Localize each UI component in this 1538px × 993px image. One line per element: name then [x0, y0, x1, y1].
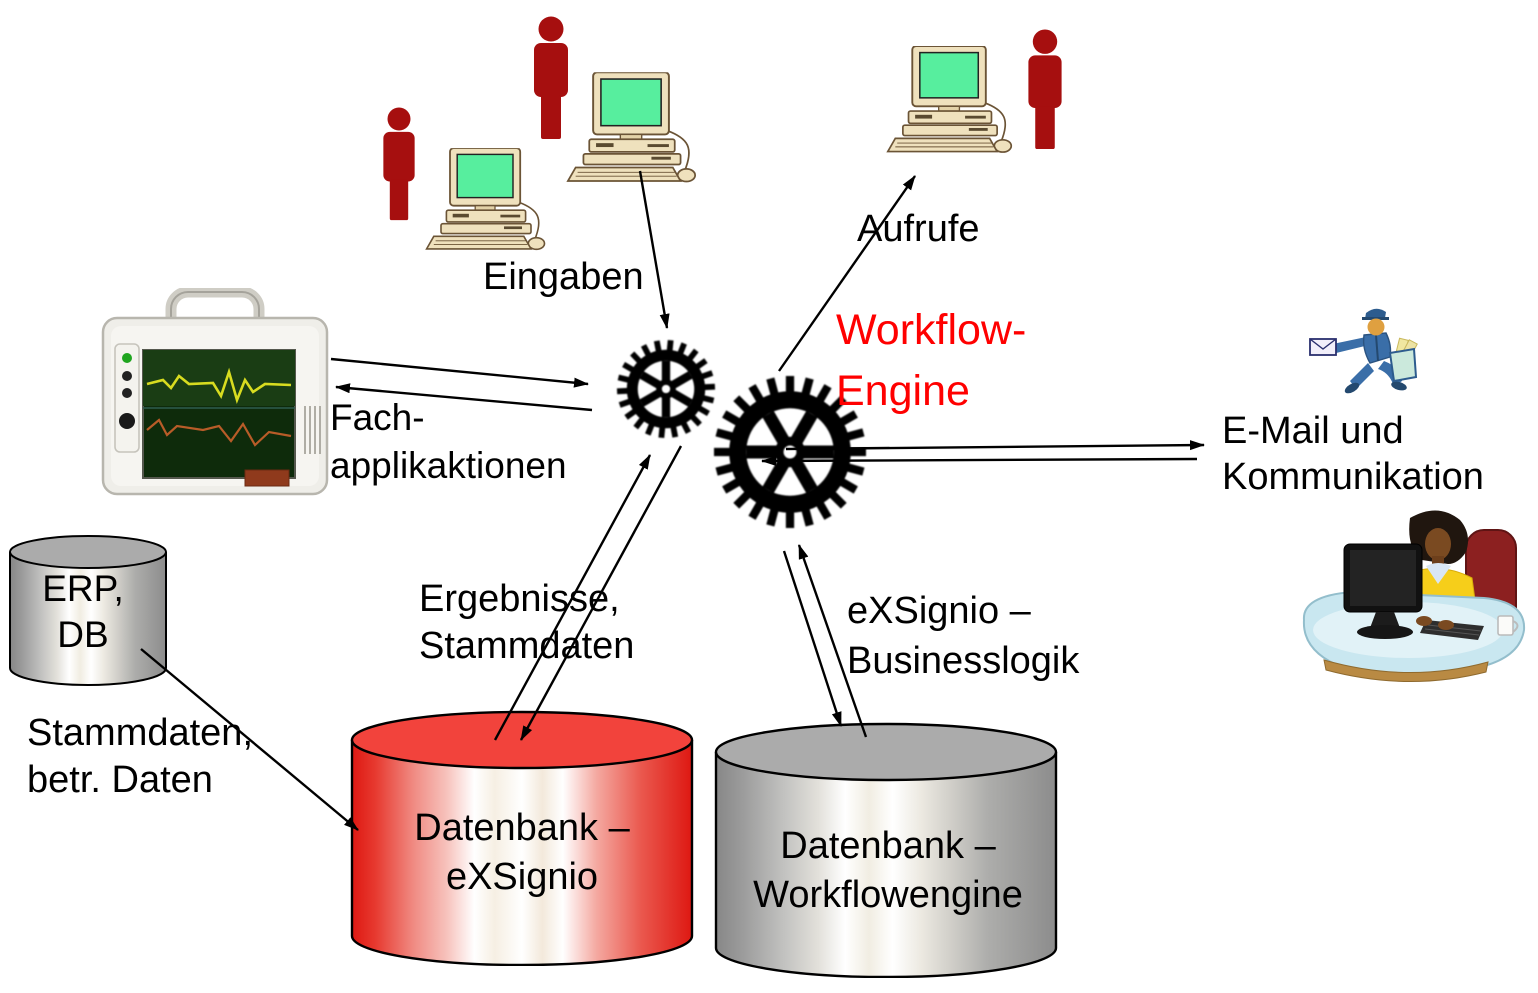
label-db-exsignio-line2: eXSignio — [445, 856, 599, 899]
label-ergebnisse-line2: Stammdaten — [419, 625, 635, 668]
postman-icon — [1309, 308, 1418, 394]
label-businesslogik-line1: eXSignio – — [847, 590, 1031, 632]
label-stammdaten-betr-daten: Stammdaten, betr. Daten — [27, 710, 253, 804]
medical-monitor-icon — [101, 288, 329, 496]
label-db-exsignio-line1: Datenbank – — [414, 807, 630, 849]
label-erp-line2: DB — [57, 614, 109, 656]
label-ergebnisse-stammdaten: Ergebnisse, Stammdaten — [419, 576, 634, 670]
desktop-computer-icon — [564, 72, 700, 191]
label-ergebnisse-line1: Ergebnisse, — [419, 578, 620, 620]
label-fach-line2: applikaktionen — [330, 445, 567, 487]
label-aufrufe: Aufrufe — [857, 208, 980, 251]
label-businesslogik-line2: Businesslogik — [847, 640, 1080, 683]
arrow-eingaben — [638, 170, 670, 329]
arrow-businesslogik-down — [782, 550, 843, 727]
label-eingaben-text: Eingaben — [483, 256, 644, 298]
label-workflow-line2: Engine — [836, 367, 970, 416]
arrow-fachapplikation-out — [330, 357, 589, 388]
label-exsignio-businesslogik: eXSignio – Businesslogik — [847, 586, 1079, 686]
gear-icon-small — [616, 339, 716, 439]
label-email-line1: E-Mail und — [1222, 410, 1404, 452]
database-cylinder-workflowengine — [714, 722, 1058, 978]
desktop-computer-icon — [423, 148, 549, 258]
label-workflow-engine: Workflow- Engine — [836, 300, 1026, 422]
label-aufrufe-text: Aufrufe — [857, 208, 980, 250]
user-icon — [376, 102, 422, 227]
label-db-wfe-line2: Workflowengine — [753, 874, 1023, 917]
database-cylinder-erp — [9, 535, 167, 686]
office-worker-icon — [1302, 510, 1526, 683]
label-datenbank-exsignio: Datenbank – eXSignio — [352, 804, 692, 903]
label-fach-line1: Fach- — [330, 397, 425, 438]
label-datenbank-workflowengine: Datenbank – Workflowengine — [716, 822, 1060, 921]
label-erp-line1: ERP, — [42, 568, 124, 609]
label-email-kommunikation: E-Mail und Kommunikation — [1222, 408, 1484, 501]
label-stammdaten-line2: betr. Daten — [27, 759, 213, 802]
envelope-icon — [1309, 338, 1337, 356]
label-db-wfe-line1: Datenbank – — [780, 825, 996, 867]
user-icon — [1020, 29, 1070, 151]
label-fachapplikationen: Fach- applikaktionen — [330, 394, 567, 490]
label-erp-db: ERP, DB — [2, 566, 164, 659]
label-workflow-line1: Workflow- — [836, 306, 1027, 354]
label-stammdaten-line1: Stammdaten, — [27, 712, 253, 754]
label-eingaben: Eingaben — [483, 256, 644, 299]
label-email-line2: Kommunikation — [1222, 456, 1484, 499]
desktop-computer-icon — [884, 46, 1016, 161]
